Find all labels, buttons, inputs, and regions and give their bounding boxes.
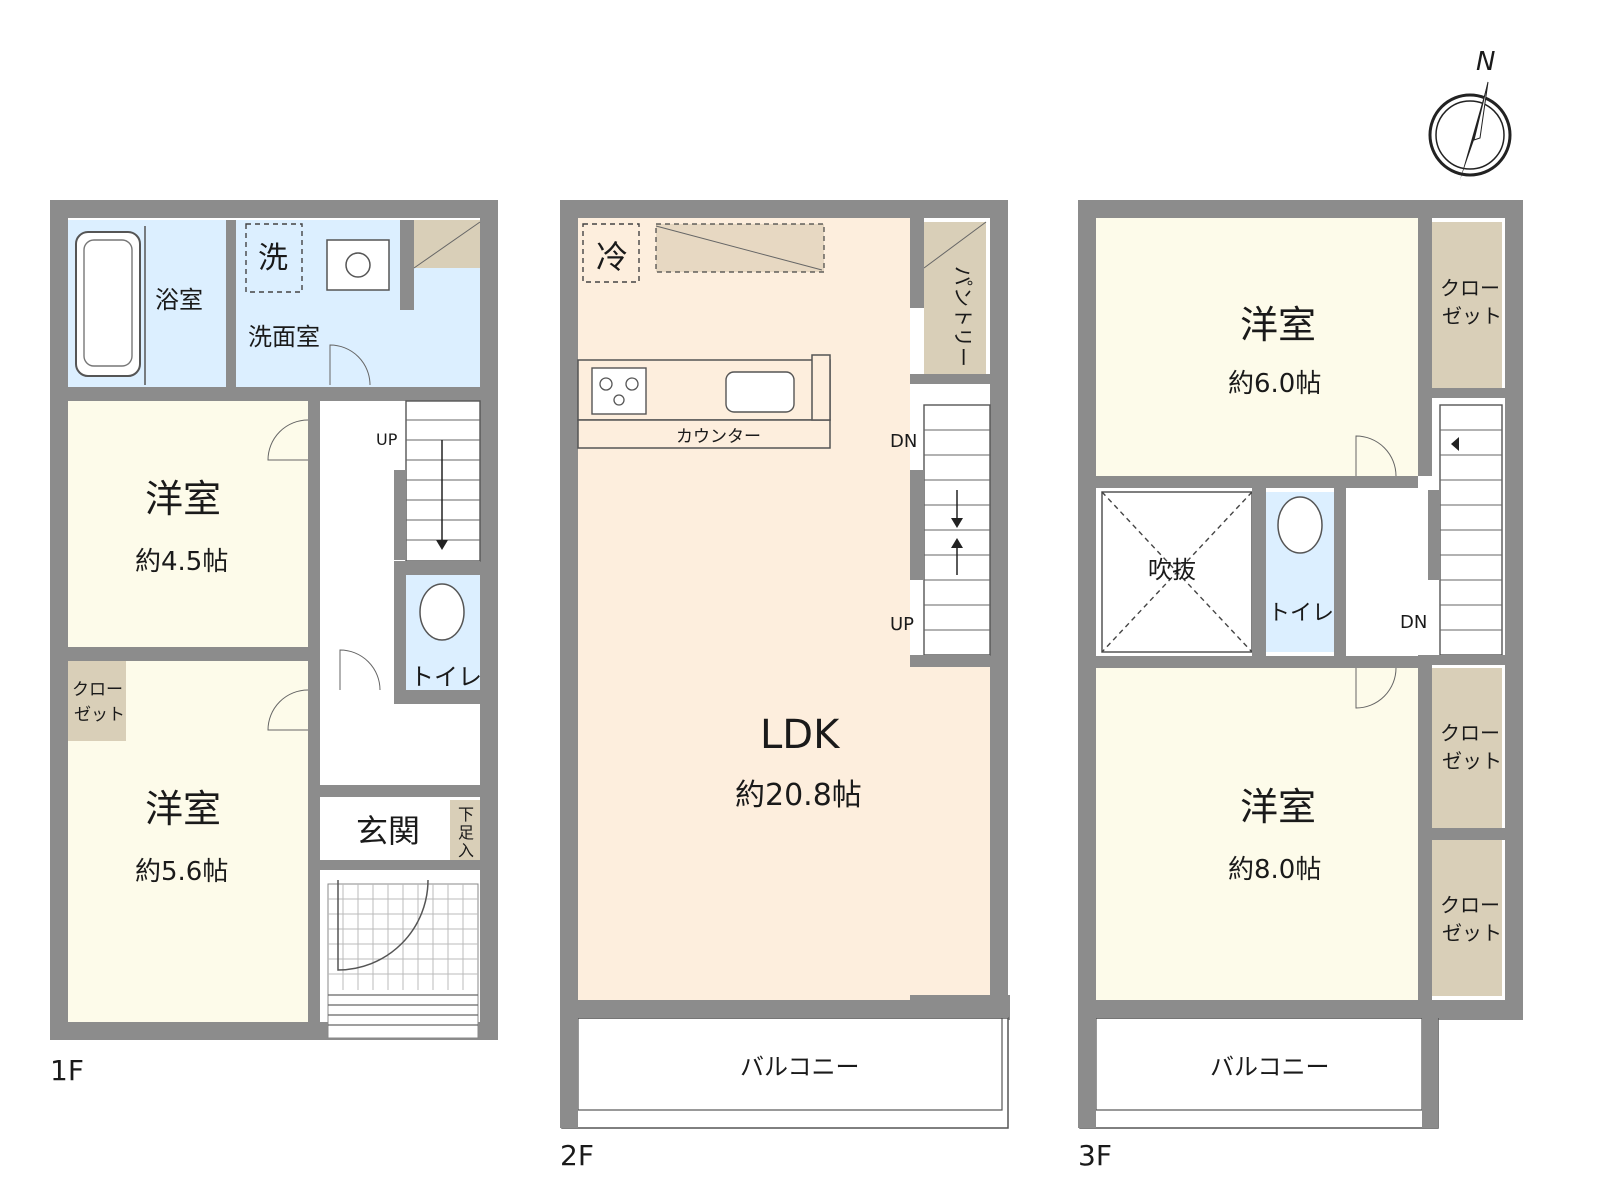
room-1f-a-name: 洋室 (145, 477, 221, 521)
room-3f-a-size: 約6.0帖 (1228, 369, 1321, 399)
washroom-label: 洗面室 (248, 323, 320, 351)
closet-3f-a (1432, 222, 1502, 388)
room-1f-a (68, 401, 308, 647)
room-3f-a-name: 洋室 (1240, 303, 1316, 347)
washer-space (245, 223, 303, 293)
closet-3f-c-label: クローゼット (1440, 893, 1502, 945)
balcony-2f-label: バルコニー (740, 1053, 860, 1081)
entrance-label: 玄関 (356, 812, 420, 850)
counter-label: カウンター (676, 427, 761, 447)
stairs-1f (405, 400, 481, 562)
north-compass-icon: N (1428, 47, 1512, 180)
ldk-area (578, 218, 910, 1020)
room-1f-b (68, 751, 308, 1022)
closet-1f-label: クロー ゼット (72, 680, 128, 725)
toilet-icon-3f (1277, 496, 1323, 554)
floor-2f (560, 200, 1010, 1130)
room-3f-a (1096, 218, 1418, 476)
toilet-3f-label: トイレ (1268, 601, 1334, 626)
closet-3f-b-label: クローゼット (1440, 721, 1502, 773)
toilet-1f-label: トイレ (410, 663, 482, 691)
compass-label: N (1476, 47, 1495, 77)
room-1f-a-size: 約4.5帖 (135, 547, 228, 577)
bath-label: 浴室 (155, 286, 203, 314)
closet-3f-a-label: クローゼット (1440, 276, 1502, 328)
void-label: 吹抜 (1148, 556, 1196, 584)
pantry (924, 222, 986, 374)
bathtub-icon (75, 231, 141, 377)
shoe-box-label: 下足入 (458, 805, 474, 860)
stair-dn-2f: DN (890, 431, 917, 452)
balcony-3f-label: バルコニー (1210, 1053, 1330, 1081)
closet-3f-c (1432, 840, 1502, 996)
fridge-space (582, 223, 640, 283)
floor-label-2f: 2F (560, 1139, 594, 1172)
floor-3f (1078, 200, 1523, 1129)
stair-up-1f: UP (376, 430, 398, 449)
room-3f-b-name: 洋室 (1240, 785, 1316, 829)
ldk-size: 約20.8帖 (735, 778, 862, 813)
room-1f-b-size: 約5.6帖 (135, 857, 228, 887)
porch-tiles (327, 883, 479, 1039)
stair-up-2f: UP (890, 614, 914, 635)
ldk-name: LDK (760, 712, 841, 758)
room-3f-b-size: 約8.0帖 (1228, 855, 1321, 885)
closet-1f-line1: クロー (72, 680, 123, 700)
floor-label-1f: 1F (50, 1054, 84, 1087)
toilet-icon-1f (419, 583, 465, 641)
front-door (337, 879, 429, 971)
washer-label: 洗 (258, 241, 288, 276)
closet-1f-line2: ゼット (74, 705, 125, 725)
floor-label-3f: 3F (1078, 1139, 1112, 1172)
room-3f-b (1096, 668, 1418, 1002)
shoe-box-1f (450, 800, 480, 860)
room-1f-b-name: 洋室 (145, 787, 221, 831)
closet-3f-b (1432, 668, 1502, 828)
closet-1f-box (68, 661, 126, 741)
stove-icon (591, 367, 647, 415)
floor-1f (50, 200, 498, 1040)
stair-dn-3f: DN (1400, 612, 1427, 633)
fridge-label: 冷 (596, 238, 628, 276)
pantry-label: パントリー (951, 266, 975, 367)
kitchen-sink-icon (725, 371, 795, 413)
entrance-1f (328, 798, 448, 860)
